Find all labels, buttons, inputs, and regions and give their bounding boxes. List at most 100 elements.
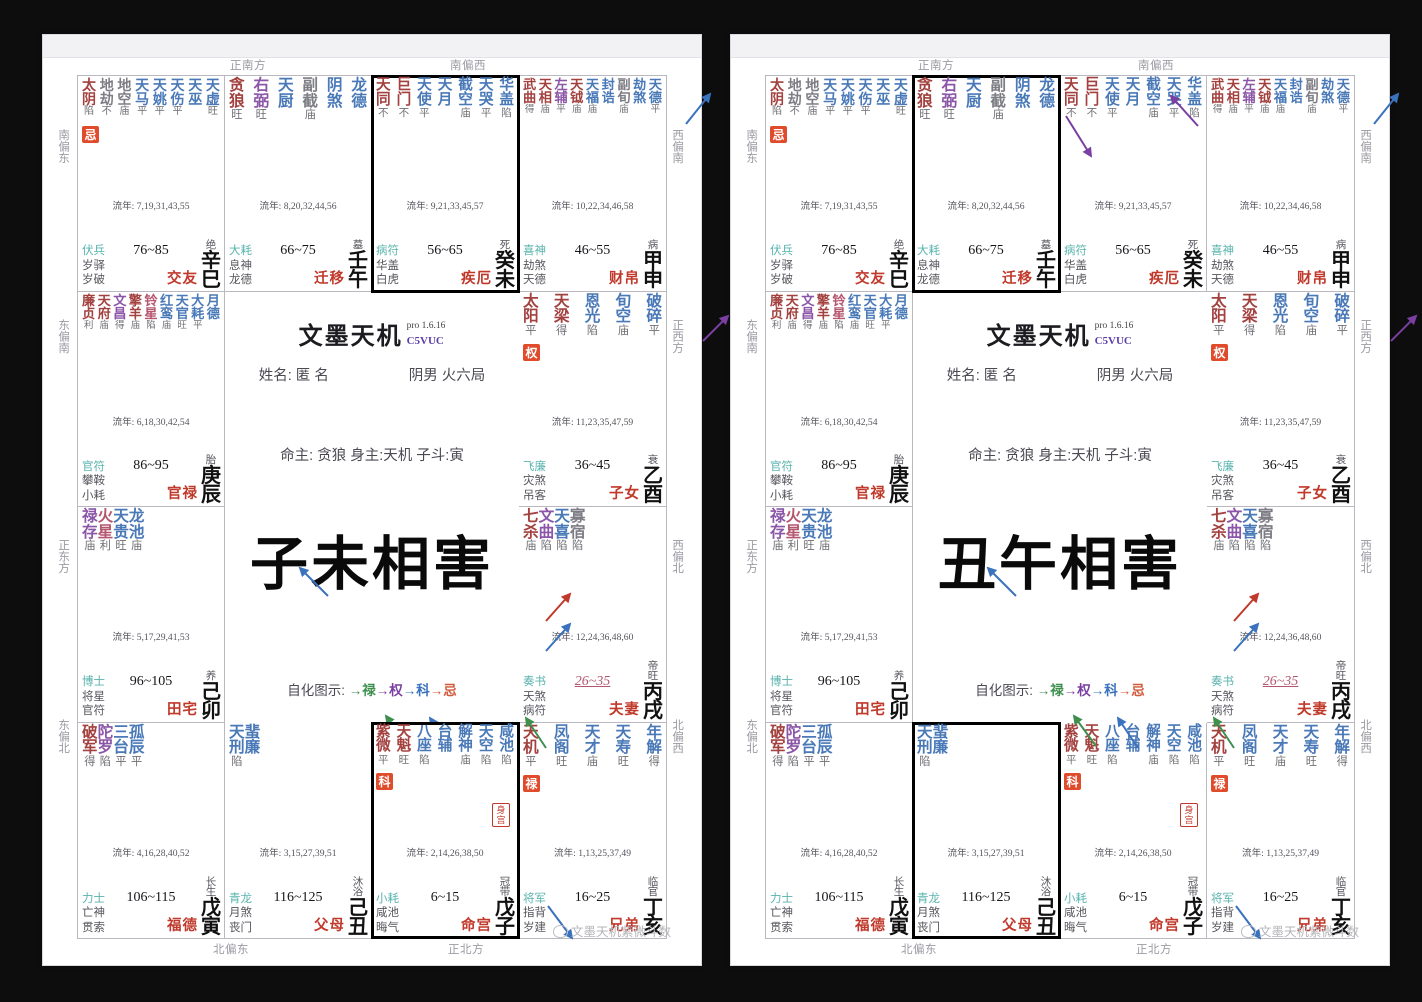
star: 右弼旺 [253, 78, 269, 121]
daxian-range[interactable]: 86~95 [821, 458, 857, 473]
star: 文昌得 [113, 293, 126, 331]
palace-cell-辰[interactable]: 廉贞利天府庙文昌得擎羊庙铃星陷红鸾庙天官旺大耗平月德流年: 6,18,30,42… [766, 291, 913, 507]
palace-name[interactable]: 交友 [855, 270, 886, 287]
palace-name[interactable]: 命宫 [461, 918, 492, 934]
palace-cell-申[interactable]: 武曲得天相庙左辅平天钺庙天福庙封诰副旬庙劫煞天德平流年: 10,22,34,46… [1207, 76, 1354, 292]
daxian-range[interactable]: 6~15 [1118, 890, 1148, 905]
daxian-range[interactable]: 46~55 [574, 242, 611, 258]
star-name: 天府 [97, 292, 111, 321]
palace-name[interactable]: 田宅 [167, 701, 198, 718]
daxian-range[interactable]: 106~115 [814, 890, 864, 905]
daxian-range[interactable]: 66~75 [968, 242, 1004, 258]
palace-cell-子[interactable]: 紫微平天魁旺八座陷台辅解神庙天空陷咸池陷科身宫流年: 2,14,26,38,50… [371, 721, 520, 939]
daxian-range[interactable]: 86~95 [133, 458, 169, 473]
palace-name[interactable]: 兄弟 [1297, 918, 1328, 934]
palace-name[interactable]: 福德 [855, 918, 886, 934]
star: 天巫 [876, 78, 890, 117]
chart-board: 正南方南偏西南偏东东偏南正东方东偏北西偏南正西方西偏北北偏西北偏东正北方太阴陷地… [743, 59, 1418, 956]
daxian-range[interactable]: 46~55 [1262, 242, 1299, 258]
daxian-range[interactable]: 96~105 [817, 673, 861, 689]
star: 天姚平 [841, 78, 855, 117]
palace-name[interactable]: 夫妻 [609, 701, 640, 718]
palace-name[interactable]: 交友 [167, 270, 198, 287]
life-stage: 墓 [352, 238, 364, 251]
palace-name[interactable]: 父母 [1002, 918, 1033, 934]
minor-star: 攀鞍 [82, 475, 105, 488]
daxian-range[interactable]: 56~65 [1115, 242, 1151, 258]
license-code: C5VUC [1094, 335, 1132, 348]
star: 截空庙 [458, 78, 473, 119]
star-row: 天刑陷蜚廉 [917, 724, 1055, 768]
palace-name[interactable]: 夫妻 [1297, 701, 1328, 718]
star-brightness: 庙 [1305, 324, 1317, 337]
star-name: 八座 [1105, 723, 1120, 755]
palace-name[interactable]: 疾厄 [1149, 270, 1180, 287]
palace-cell-巳[interactable]: 太阴陷地劫不地空庙天马平天姚平天伤平天巫天虚旺忌流年: 7,19,31,43,5… [78, 76, 225, 292]
daxian-range[interactable]: 26~35 [574, 673, 611, 689]
liunian-text: 流年: 10,22,34,46,58 [1239, 201, 1322, 212]
palace-cell-子[interactable]: 紫微平天魁旺八座陷台辅解神庙天空陷咸池陷科身宫流年: 2,14,26,38,50… [1060, 722, 1207, 938]
palace-name[interactable]: 疾厄 [461, 270, 492, 287]
palace-name[interactable]: 兄弟 [609, 918, 640, 934]
palace-cell-巳[interactable]: 太阴陷地劫不地空庙天马平天姚平天伤平天巫天虚旺忌流年: 7,19,31,43,5… [766, 76, 913, 292]
palace-name[interactable]: 迁移 [1002, 270, 1033, 287]
star: 铃星陷 [144, 293, 157, 331]
daxian-range[interactable]: 6~15 [430, 890, 460, 905]
direction-label-right-0: 西偏南 [1359, 129, 1372, 164]
palace-name[interactable]: 财帛 [609, 270, 640, 287]
palace-name[interactable]: 福德 [167, 918, 198, 934]
daxian-range[interactable]: 66~75 [280, 242, 316, 258]
star: 天相庙 [539, 78, 552, 115]
daxian-range[interactable]: 26~35 [1262, 673, 1299, 689]
daxian-range[interactable]: 96~105 [129, 673, 173, 689]
stem-branch-block: 帝旺丙戌 [1331, 660, 1351, 720]
daxian-range[interactable]: 116~125 [961, 890, 1011, 905]
daxian-range[interactable]: 76~85 [133, 242, 169, 258]
star-row: 紫微平天魁旺八座陷台辅解神庙天空陷咸池陷 [376, 724, 514, 766]
palace-name[interactable]: 官禄 [855, 486, 886, 502]
heavenly-stem: 戊 [201, 897, 221, 919]
legend-lu: 禄 [362, 682, 376, 698]
daxian-range[interactable]: 106~115 [126, 890, 176, 905]
palace-name[interactable]: 田宅 [855, 701, 886, 718]
daxian-range[interactable]: 76~85 [821, 242, 857, 258]
palace-name[interactable]: 官禄 [167, 486, 198, 502]
daxian-range[interactable]: 116~125 [273, 890, 323, 905]
palace-name[interactable]: 父母 [314, 918, 345, 934]
palace-name[interactable]: 子女 [1297, 486, 1328, 502]
palace-name[interactable]: 迁移 [314, 270, 345, 287]
daxian-range[interactable]: 36~45 [1262, 458, 1299, 473]
minor-star: 小耗 [770, 489, 793, 502]
star: 禄存庙 [82, 509, 98, 552]
palace-name[interactable]: 命宫 [1149, 918, 1180, 934]
palace-name[interactable]: 财帛 [1297, 270, 1328, 287]
daxian-range[interactable]: 36~45 [574, 458, 611, 473]
star-brightness: 不 [378, 107, 389, 120]
palace-cell-申[interactable]: 武曲得天相庙左辅平天钺庙天福庙封诰副旬庙劫煞天德平流年: 10,22,34,46… [519, 76, 666, 292]
star-name: 天厨 [965, 77, 982, 110]
minor-star-column: 伏兵岁驿岁破 [770, 244, 793, 287]
palace-cell-辰[interactable]: 廉贞利天府庙文昌得擎羊庙铃星陷红鸾庙天官旺大耗平月德流年: 6,18,30,42… [78, 291, 225, 507]
star-name: 凤阁 [553, 723, 570, 757]
star-brightness: 庙 [1307, 104, 1317, 116]
palace-name[interactable]: 子女 [609, 486, 640, 502]
daxian-range[interactable]: 16~25 [574, 890, 611, 905]
daxian-range[interactable]: 56~65 [427, 242, 463, 258]
daxian-range[interactable]: 16~25 [1262, 890, 1299, 905]
